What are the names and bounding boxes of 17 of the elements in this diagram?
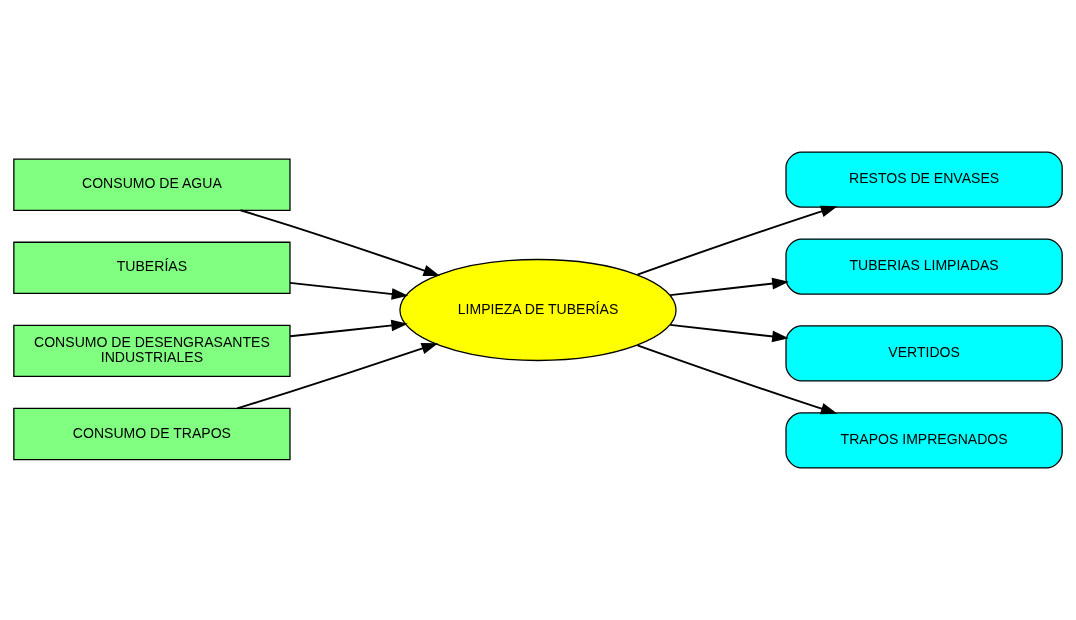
arrow (239, 209, 441, 277)
node-box: TUBERÍAS (13, 241, 291, 294)
arrow (669, 277, 789, 297)
node-box: TRAPOS IMPREGNADOS (785, 412, 1063, 469)
node-box: RESTOS DE ENVASES (785, 151, 1063, 208)
arrow (636, 344, 838, 415)
node-box: CONSUMO DE AGUA (13, 158, 291, 211)
arrow (289, 281, 409, 300)
node-box: CONSUMO DE TRAPOS (13, 407, 291, 461)
node-box: VERTIDOS (785, 325, 1063, 382)
node-box: CONSUMO DE DESENGRASANTES INDUSTRIALES (13, 324, 291, 378)
arrow (236, 342, 439, 410)
node-box: TUBERIAS LIMPIADAS (785, 238, 1063, 295)
arrow (669, 323, 789, 343)
node-ellipse: LIMPIEZA DE TUBERÍAS (399, 258, 677, 362)
arrow (289, 319, 408, 338)
arrow (636, 205, 838, 276)
